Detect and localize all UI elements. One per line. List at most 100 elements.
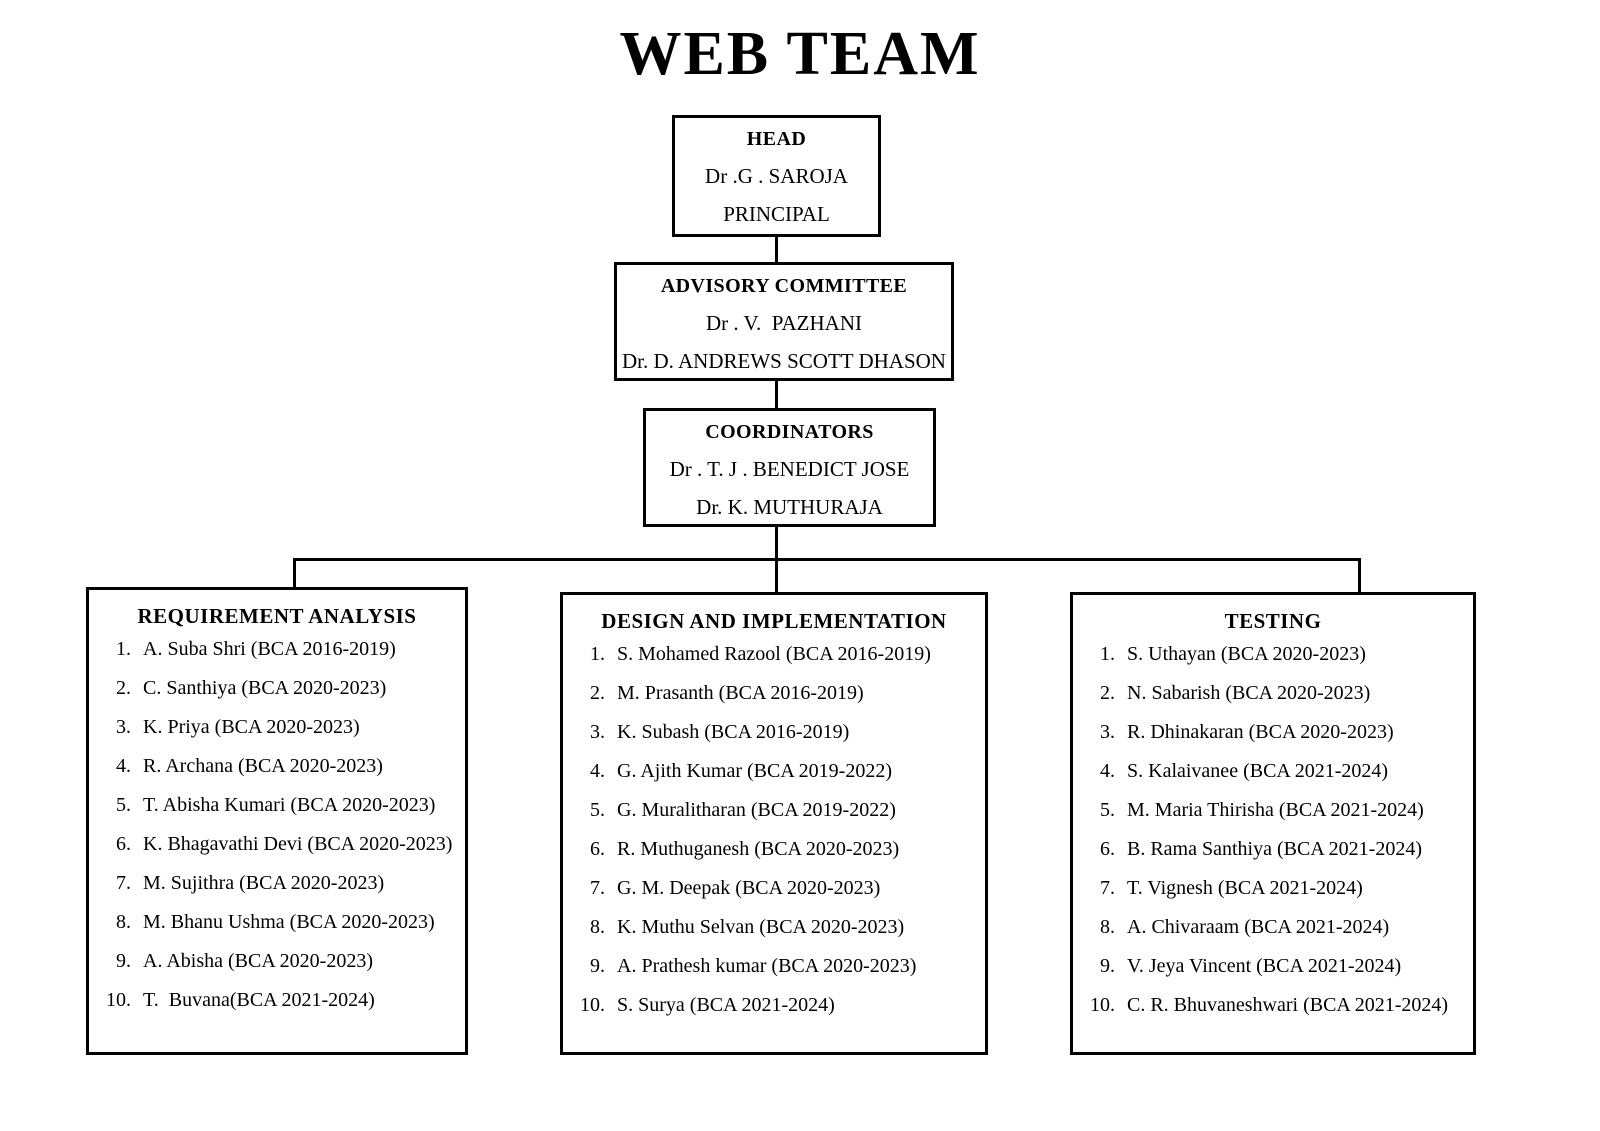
member-name: S. Surya (BCA 2021-2024) [617,994,835,1016]
member-number: 8. [116,911,131,933]
connector-teams-bus [293,558,1361,561]
list-item: 7. G. M. Deepak (BCA 2020-2023) [577,878,975,898]
member-list-requirement-analysis: 1. A. Suba Shri (BCA 2016-2019) 2. C. Sant… [89,639,465,1010]
page-title: WEB TEAM [619,20,981,88]
node-head-title: HEAD [746,128,807,150]
list-item: 5.G. Muralitharan (BCA 2019-2022) [577,800,975,820]
member-name: V. Jeya Vincent (BCA 2021-2024) [1127,955,1402,977]
list-item: 1. S. Uthayan (BCA 2020-2023) [1087,644,1463,664]
member-number: 2. [116,677,131,699]
list-item: 10. S. Surya (BCA 2021-2024) [577,995,975,1015]
node-coordinators: COORDINATORS Dr . T. J . BENEDICT JOSE D… [643,408,936,527]
list-item: 1. S. Mohamed Razool (BCA 2016-2019) [577,644,975,664]
connector-head-to-advisory [775,237,778,264]
member-number: 4. [590,760,605,782]
list-item: 4. S. Kalaivanee (BCA 2021-2024) [1087,761,1463,781]
node-advisory-line-1: Dr . V. PAZHANI [706,311,862,335]
list-item: 8. M. Bhanu Ushma (BCA 2020-2023) [103,912,455,932]
member-name: M. Maria Thirisha (BCA 2021-2024) [1127,799,1424,821]
member-number: 1. [590,643,605,665]
list-item: 2. M. Prasanth (BCA 2016-2019) [577,683,975,703]
member-number: 4. [116,755,131,777]
member-name: T. Buvana(BCA 2021-2024) [143,989,375,1011]
member-name: M. Prasanth (BCA 2016-2019) [617,682,864,704]
member-name: S. Mohamed Razool (BCA 2016-2019) [617,643,931,665]
team-box-testing: TESTING 1. S. Uthayan (BCA 2020-2023) 2. N… [1070,592,1476,1055]
list-item: 9. V. Jeya Vincent (BCA 2021-2024) [1087,956,1463,976]
list-item: 4. G. Ajith Kumar (BCA 2019-2022) [577,761,975,781]
member-number: 10. [580,994,605,1016]
member-name: B. Rama Santhiya (BCA 2021-2024) [1127,838,1422,860]
member-name: K. Bhagavathi Devi (BCA 2020-2023) [143,833,453,855]
member-number: 1. [1100,643,1115,665]
list-item: 6. R. Muthuganesh (BCA 2020-2023) [577,839,975,859]
member-name: S. Kalaivanee (BCA 2021-2024) [1127,760,1389,782]
node-coordinators-line-1: Dr . T. J . BENEDICT JOSE [669,457,910,481]
member-name: G. Ajith Kumar (BCA 2019-2022) [617,760,892,782]
node-coordinators-line-2: Dr. K. MUTHURAJA [696,495,883,520]
connector-advisory-to-coordinators [775,381,778,409]
member-name: T. Abisha Kumari (BCA 2020-2023) [143,794,436,816]
list-item: 10. T. Buvana(BCA 2021-2024) [103,990,455,1010]
member-name: G. Muralitharan (BCA 2019-2022) [617,799,896,821]
node-advisory-line-2: Dr. D. ANDREWS SCOTT DHASON [622,349,946,374]
member-number: 1. [116,638,131,660]
list-item: 4.R. Archana (BCA 2020-2023) [103,756,455,776]
connector-coordinators-stem [775,527,778,560]
node-head-line-2: PRINCIPAL [723,202,830,227]
member-list-design-and-implementation: 1. S. Mohamed Razool (BCA 2016-2019) 2. M.… [563,644,985,1015]
member-name: C. Santhiya (BCA 2020-2023) [143,677,387,699]
list-item: 2. C. Santhiya (BCA 2020-2023) [103,678,455,698]
list-item: 3.R. Dhinakaran (BCA 2020-2023) [1087,722,1463,742]
member-name: K. Subash (BCA 2016-2019) [617,721,850,743]
member-number: 7. [1100,877,1115,899]
list-item: 1. A. Suba Shri (BCA 2016-2019) [103,639,455,659]
member-name: A. Chivaraam (BCA 2021-2024) [1127,916,1390,938]
member-name: G. M. Deepak (BCA 2020-2023) [617,877,881,899]
member-name: M. Sujithra (BCA 2020-2023) [143,872,385,894]
connector-drop-testing [1358,558,1361,594]
member-number: 2. [1100,682,1115,704]
list-item: 8. A. Chivaraam (BCA 2021-2024) [1087,917,1463,937]
member-number: 9. [1100,955,1115,977]
team-title-design-and-implementation: DESIGN AND IMPLEMENTATION [601,609,947,633]
member-name: S. Uthayan (BCA 2020-2023) [1127,643,1366,665]
member-name: K. Muthu Selvan (BCA 2020-2023) [617,916,905,938]
team-box-requirement-analysis: REQUIREMENT ANALYSIS 1. A. Suba Shri (BCA… [86,587,468,1055]
member-name: N. Sabarish (BCA 2020-2023) [1127,682,1371,704]
node-head: HEAD Dr .G . SAROJA PRINCIPAL [672,115,881,237]
team-title-requirement-analysis: REQUIREMENT ANALYSIS [137,604,417,628]
member-number: 5. [116,794,131,816]
member-number: 10. [106,989,131,1011]
member-number: 8. [1100,916,1115,938]
node-advisory-committee: ADVISORY COMMITTEE Dr . V. PAZHANI Dr. D… [614,262,954,381]
list-item: 9.A. Abisha (BCA 2020-2023) [103,951,455,971]
member-name: A. Suba Shri (BCA 2016-2019) [143,638,396,660]
connector-drop-requirement-analysis [293,558,296,589]
member-number: 8. [590,916,605,938]
member-number: 2. [590,682,605,704]
list-item: 5.M. Maria Thirisha (BCA 2021-2024) [1087,800,1463,820]
list-item: 6.B. Rama Santhiya (BCA 2021-2024) [1087,839,1463,859]
member-number: 6. [590,838,605,860]
member-name: R. Muthuganesh (BCA 2020-2023) [617,838,900,860]
member-number: 3. [590,721,605,743]
member-number: 7. [590,877,605,899]
list-item: 3.K. Priya (BCA 2020-2023) [103,717,455,737]
list-item: 3. K. Subash (BCA 2016-2019) [577,722,975,742]
member-number: 4. [1100,760,1115,782]
team-title-testing: TESTING [1224,609,1322,633]
list-item: 6. K. Bhagavathi Devi (BCA 2020-2023) [103,834,455,854]
member-number: 7. [116,872,131,894]
member-number: 9. [590,955,605,977]
member-number: 10. [1090,994,1115,1016]
member-number: 6. [116,833,131,855]
member-name: M. Bhanu Ushma (BCA 2020-2023) [143,911,435,933]
member-number: 3. [116,716,131,738]
member-number: 3. [1100,721,1115,743]
node-advisory-title: ADVISORY COMMITTEE [660,275,908,297]
connector-drop-design-implementation [775,558,778,594]
member-name: T. Vignesh (BCA 2021-2024) [1127,877,1363,899]
list-item: 5. T. Abisha Kumari (BCA 2020-2023) [103,795,455,815]
